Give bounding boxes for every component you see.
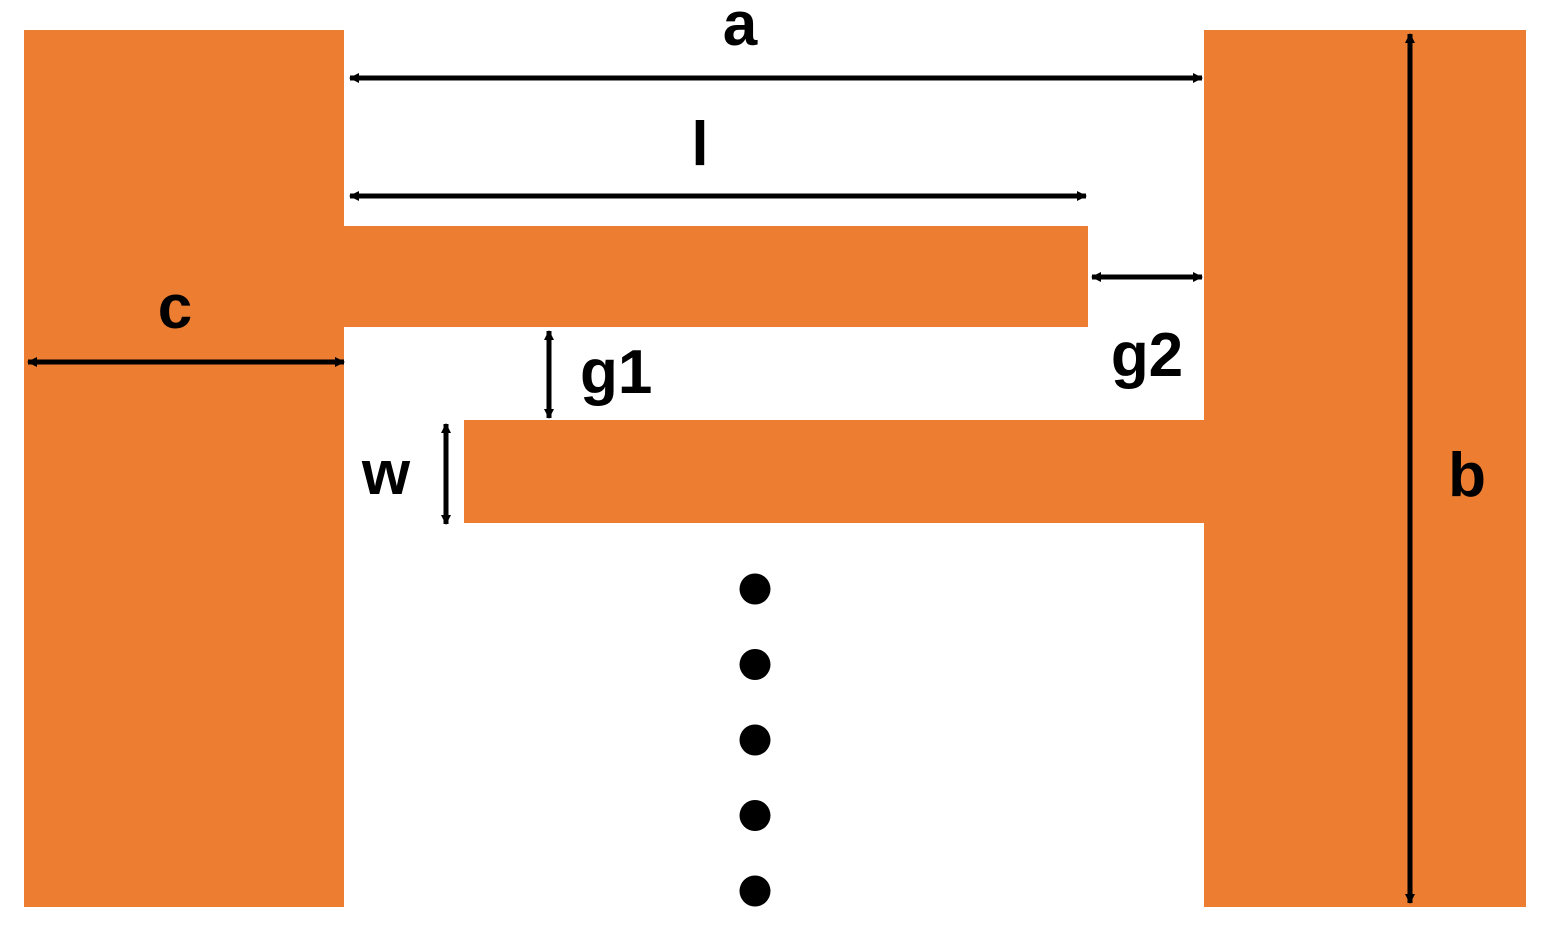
label-w: w [361,439,411,508]
bottom-finger [464,420,1204,523]
continuation-dot [739,649,771,680]
left-busbar [24,30,344,907]
continuation-dot [739,724,771,756]
right-busbar [1204,30,1526,907]
label-c: c [158,273,192,342]
continuation-dot [739,800,771,831]
label-g2: g2 [1111,321,1183,390]
label-a: a [723,0,758,59]
continuation-dot [739,573,771,605]
continuation-dot [739,875,771,907]
label-b: b [1448,441,1486,510]
label-g1: g1 [580,338,652,407]
label-l: l [691,110,708,179]
metal-structure [24,30,1526,907]
top-finger [344,226,1088,327]
